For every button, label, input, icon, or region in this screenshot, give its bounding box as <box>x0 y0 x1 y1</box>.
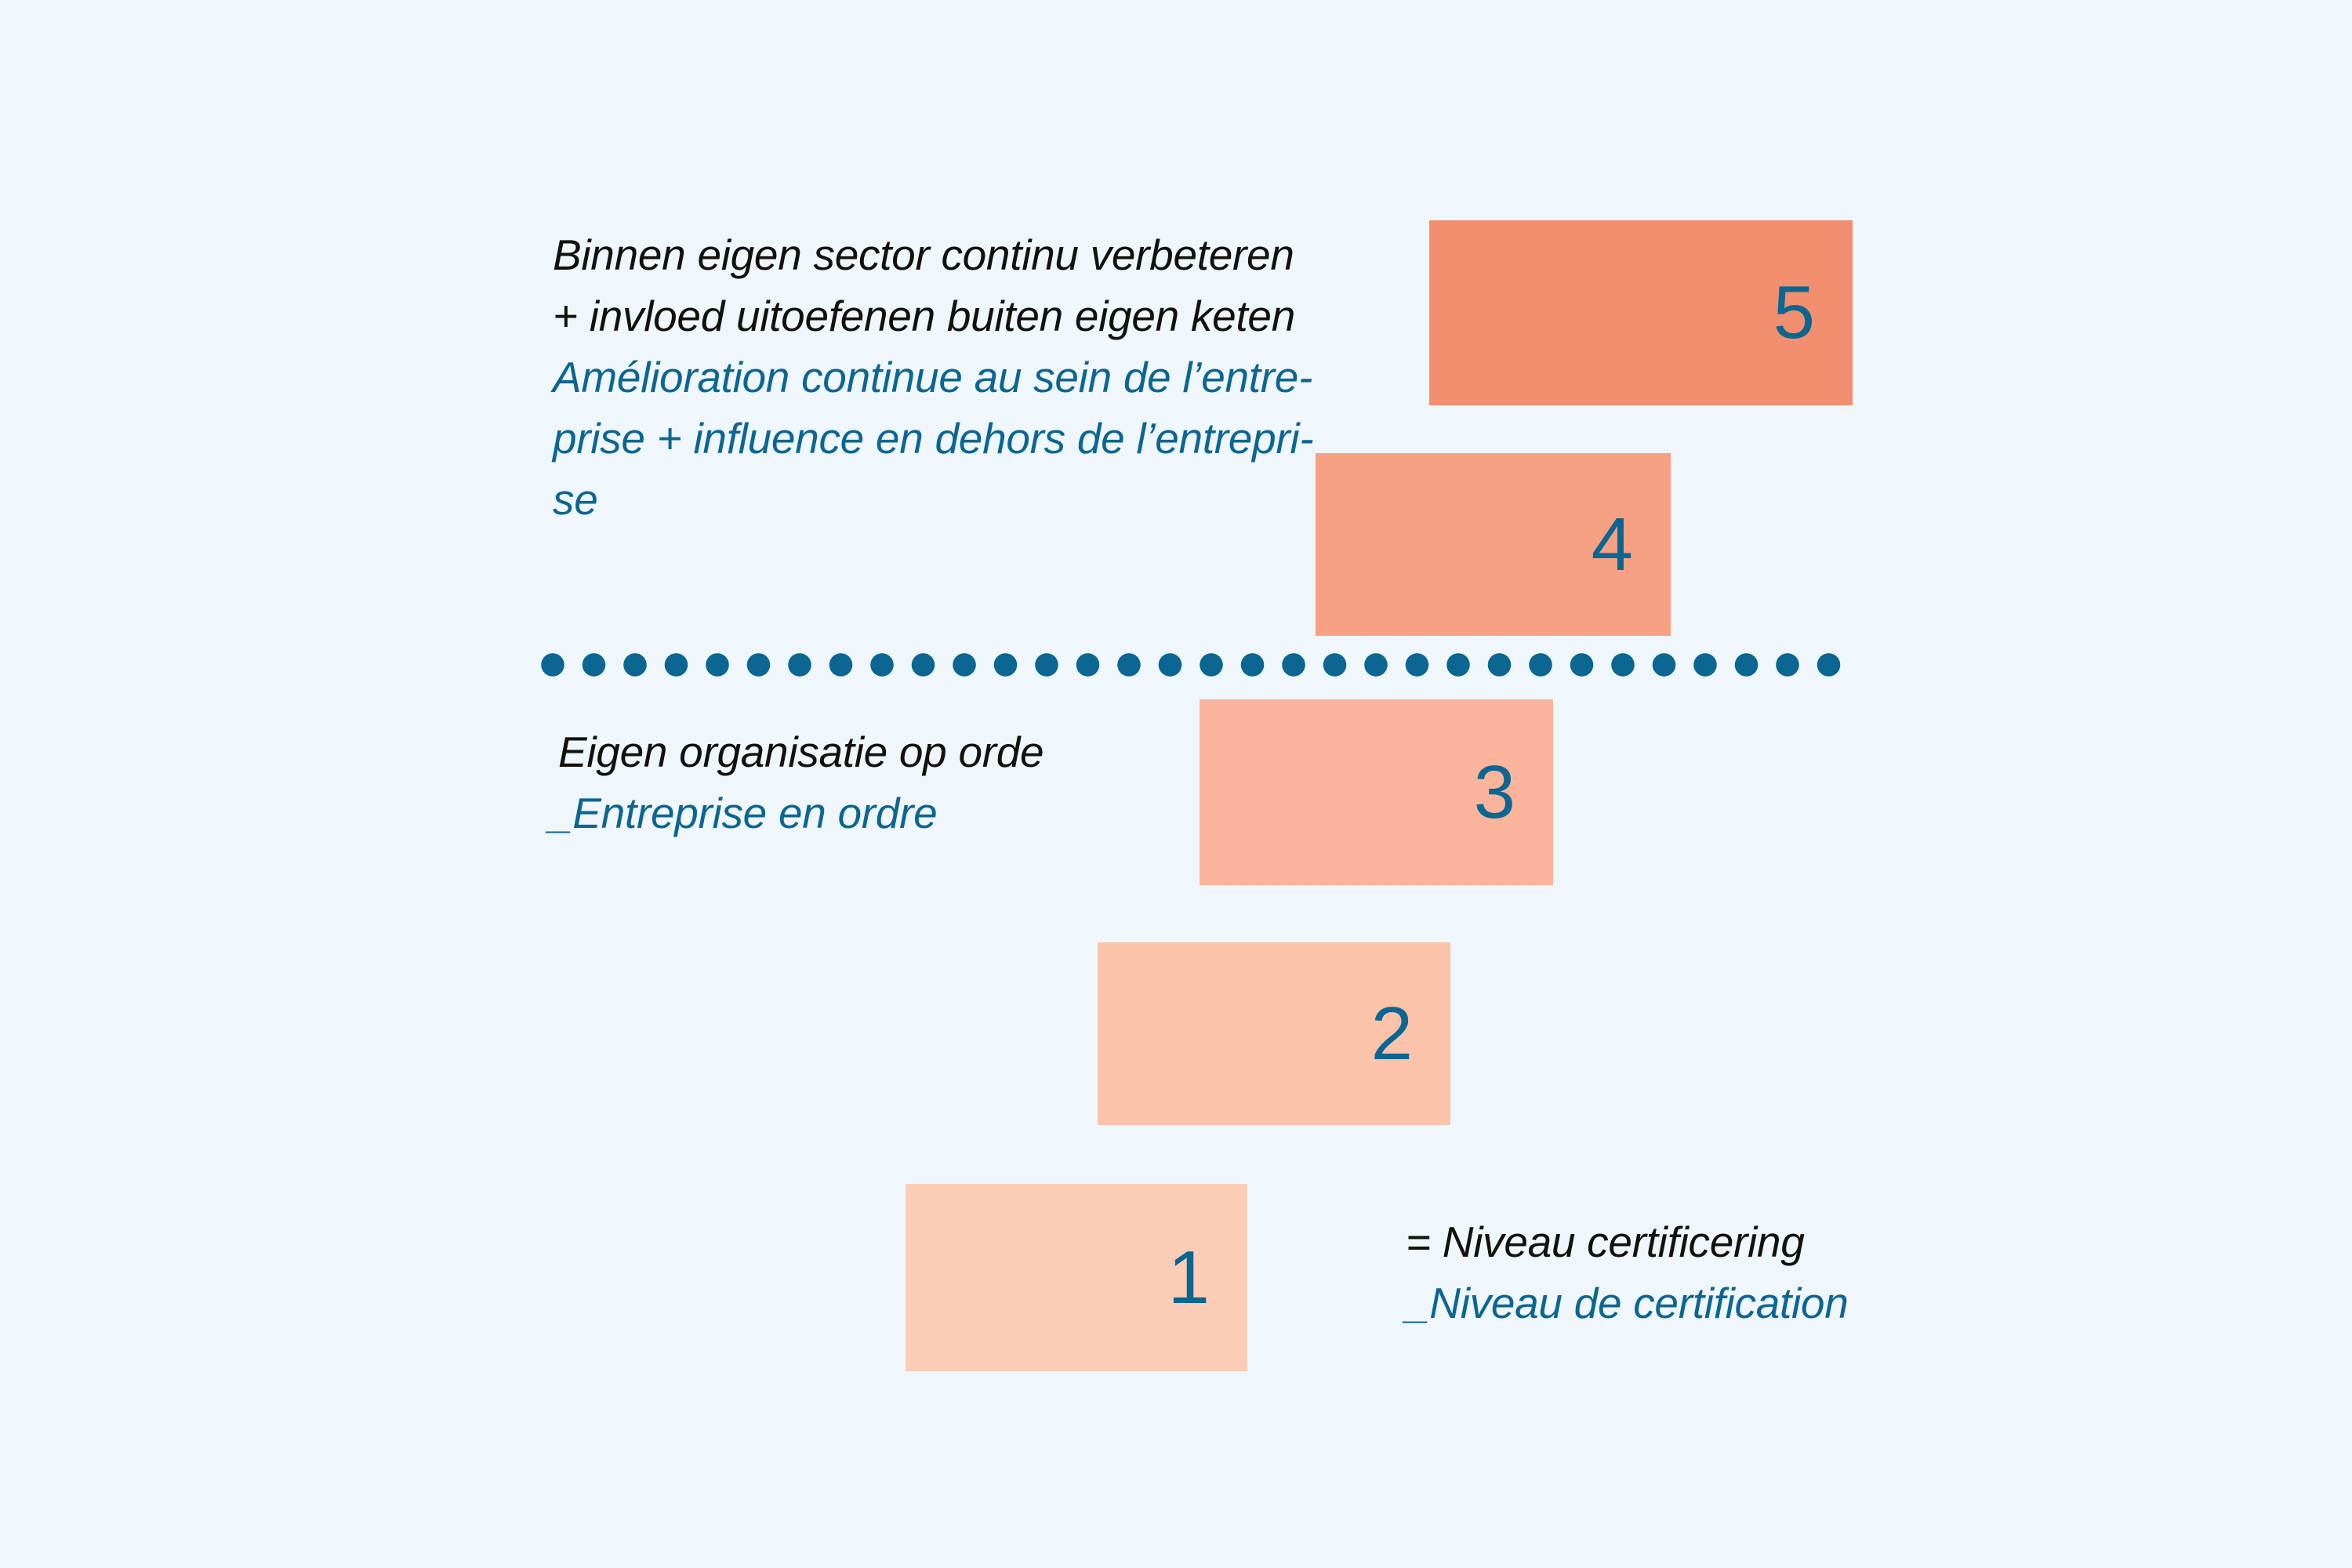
middle-label-dutch: Eigen organisatie op orde <box>558 728 1044 776</box>
level-bar-3[interactable]: 3 <box>1200 699 1553 885</box>
level-bar-1[interactable]: 1 <box>906 1184 1247 1371</box>
upper-label-french: Amélioration continue au sein de l’entre… <box>553 353 1314 524</box>
middle-label-french: _Entreprise en ordre <box>549 789 938 837</box>
dotted-divider-line <box>541 653 1858 677</box>
level-bar-5-number: 5 <box>1773 270 1815 354</box>
level-bar-3-number: 3 <box>1473 750 1515 834</box>
legend-label-dutch: = Niveau certificering <box>1406 1218 1805 1266</box>
legend-label-french: _Niveau de certification <box>1406 1279 1849 1327</box>
level-bar-5[interactable]: 5 <box>1429 220 1853 405</box>
upper-label-dutch: Binnen eigen sector continu verbeteren +… <box>553 230 1295 340</box>
level-bar-1-number: 1 <box>1167 1235 1210 1319</box>
level-bar-2-number: 2 <box>1370 991 1413 1076</box>
level-bar-4[interactable]: 4 <box>1316 453 1671 636</box>
level-bar-4-number: 4 <box>1591 502 1633 586</box>
level-bar-2[interactable]: 2 <box>1098 942 1450 1125</box>
